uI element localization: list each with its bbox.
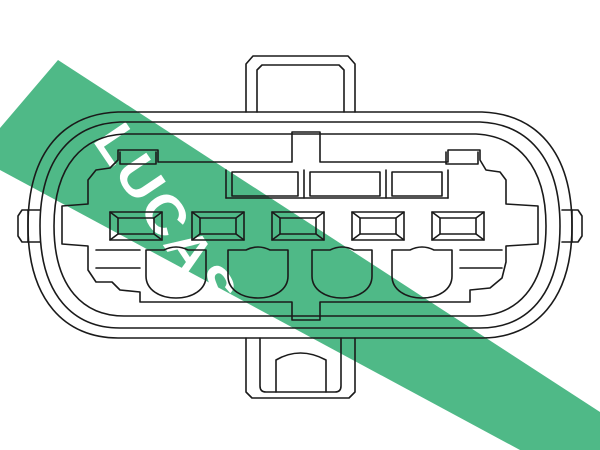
signal-pin-3-chamfer (271, 211, 325, 241)
signal-pin-2-chamfer (191, 211, 245, 241)
top-latch-inner (256, 64, 345, 113)
signal-pin-4 (351, 211, 405, 241)
housing-outer (27, 111, 573, 339)
round-pin-1 (145, 246, 207, 299)
bottom-key-bump (275, 352, 327, 393)
signal-pin-1-chamfer (109, 211, 163, 241)
signal-pin-1-inner (117, 217, 155, 235)
signal-pin-5-chamfer (431, 211, 485, 241)
cavity-outline (61, 131, 539, 321)
round-pin-row (145, 246, 453, 299)
signal-pin-2 (191, 211, 245, 241)
connector-outline (17, 55, 583, 399)
signal-pin-1 (109, 211, 163, 241)
upper-cell-2 (309, 171, 381, 197)
top-latch (245, 55, 356, 113)
round-pin-2 (227, 246, 289, 299)
signal-pin-4-inner (359, 217, 397, 235)
signal-pin-row (109, 211, 485, 241)
upper-cell-3 (391, 171, 443, 197)
corner-notch-left (119, 151, 157, 165)
left-peg (17, 209, 41, 243)
housing-inner (53, 133, 547, 317)
round-pin-3 (311, 246, 373, 299)
housing-wall (39, 121, 561, 329)
corner-notch-right (445, 151, 479, 165)
lower-ledge-right (459, 249, 503, 269)
signal-pin-4-chamfer (351, 211, 405, 241)
right-peg (561, 209, 583, 243)
signal-pin-2-inner (199, 217, 237, 235)
bottom-key (245, 337, 356, 399)
lower-ledge-left (95, 249, 141, 269)
watermark-band (0, 60, 600, 450)
signal-pin-3 (271, 211, 325, 241)
signal-pin-5 (431, 211, 485, 241)
signal-pin-3-inner (279, 217, 317, 235)
upper-cell-1 (231, 171, 299, 197)
bottom-key-inner (259, 337, 342, 393)
round-pin-4 (391, 246, 453, 299)
signal-pin-5-inner (439, 217, 477, 235)
